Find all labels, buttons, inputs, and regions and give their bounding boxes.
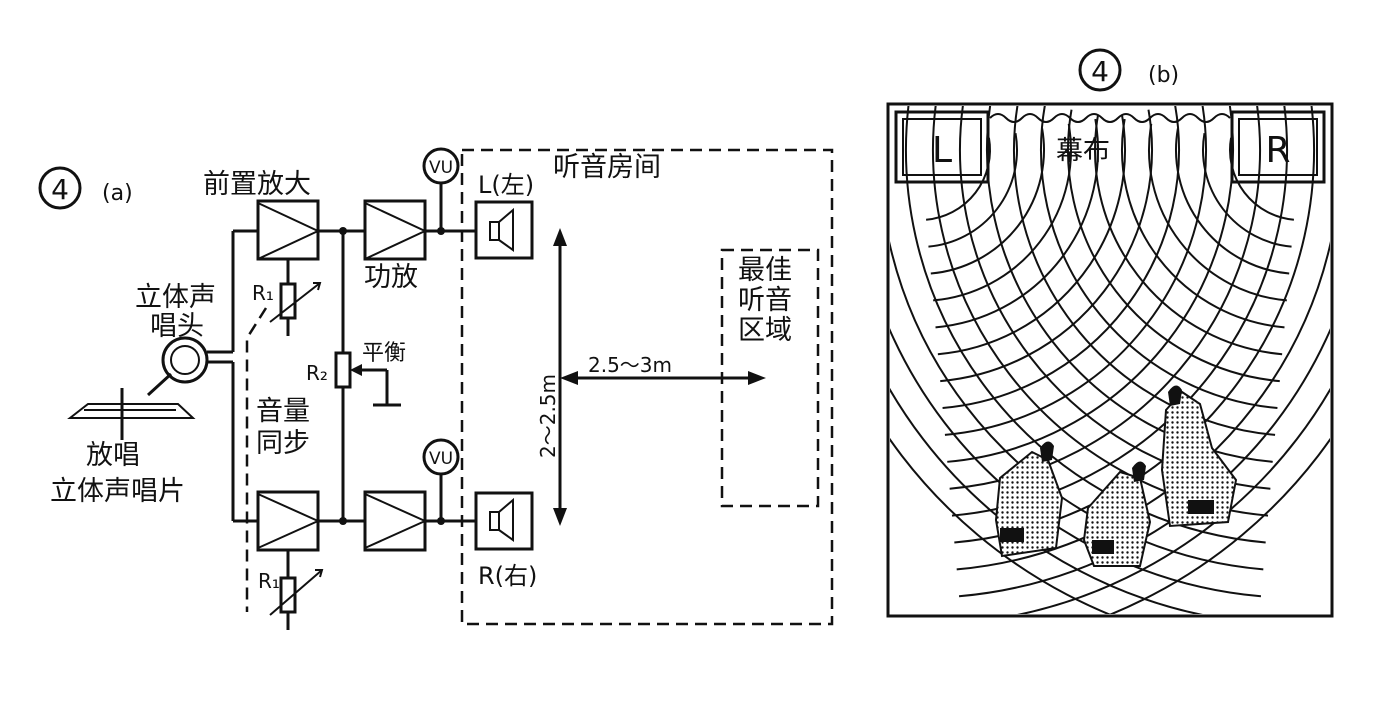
horizontal-distance-label: 2.5～3m (588, 353, 672, 377)
speaker-right-box: R (1230, 110, 1326, 184)
wave-arc-left (926, 137, 991, 221)
turntable-label-1: 放唱 (86, 440, 140, 471)
r2-balance-potentiometer: R₂ 平衡 (306, 231, 406, 521)
listener-right (1160, 385, 1238, 528)
wave-arc-left (942, 106, 1180, 410)
figure-b-marker: 4 (b) (1078, 48, 1179, 92)
stereo-cartridge-label-1: 立体声 (135, 282, 216, 313)
curtain-label: 幕布 (1056, 136, 1110, 167)
wave-arc-right (1229, 137, 1294, 221)
r2-label: R₂ (306, 361, 328, 385)
wave-arc-right (1040, 106, 1278, 410)
turntable-label-2: 立体声唱片 (50, 476, 185, 507)
figure-a-label: (a) (102, 181, 133, 206)
svg-text:VU: VU (429, 158, 453, 178)
listening-room-label: 听音房间 (553, 152, 661, 183)
wave-arc-right (890, 327, 1262, 598)
horizontal-distance-arrow: 2.5～3m (560, 353, 766, 385)
wave-arc-right (1121, 118, 1285, 329)
left-speaker-label: L(左) (478, 171, 534, 199)
preamp-top (256, 199, 321, 261)
listener-left (994, 441, 1064, 558)
preamp-label: 前置放大 (203, 169, 311, 200)
wave-arc-right (1013, 106, 1276, 436)
figure-a-number: 4 (51, 173, 69, 206)
left-speaker-icon (474, 200, 534, 260)
r1-top-potentiometer: R₁ (252, 259, 322, 336)
wave-arc-left (1016, 387, 1330, 614)
stereo-cartridge-label-2: 唱头 (150, 311, 204, 342)
wave-arc-left (928, 132, 1018, 248)
wave-arc-left (958, 327, 1330, 598)
balance-label: 平衡 (362, 341, 406, 366)
wave-arc-right (1202, 132, 1292, 248)
vu-meter-top: VU (422, 147, 460, 185)
wave-arc-left (937, 114, 1127, 356)
best-zone-label-3: 区域 (738, 315, 792, 346)
power-amp-label: 功放 (364, 262, 418, 293)
speaker-left-label: L (932, 130, 952, 171)
power-amp-bottom (363, 490, 428, 552)
curtain-wave (989, 113, 1231, 123)
r1-bottom-potentiometer: R₁ (258, 550, 324, 630)
best-zone-label-2: 听音 (738, 285, 792, 316)
figure-a-marker: 4 (a) (38, 166, 133, 210)
svg-text:VU: VU (429, 449, 453, 469)
wave-arc-left (940, 109, 1153, 383)
listening-room-boundary (460, 148, 834, 626)
listener-center (1082, 461, 1152, 567)
speaker-left-box: L (894, 110, 990, 184)
figure-b-number: 4 (1091, 55, 1109, 88)
r1-bottom-label: R₁ (258, 569, 280, 593)
gang-sync-label-1: 音量 (256, 396, 310, 427)
wave-arc-left (1108, 437, 1330, 614)
wave-arc-left (930, 128, 1045, 275)
wave-arc-right (890, 387, 1204, 614)
vertical-distance-label: 2～2.5m (536, 374, 560, 458)
r1-top-label: R₁ (252, 281, 274, 305)
figure-b: 4 (b) 幕布 L R (886, 48, 1334, 618)
best-zone-label-1: 最佳 (738, 255, 792, 286)
wave-arc-right (890, 437, 1112, 614)
theater-frame (886, 102, 1334, 618)
power-amp-top (363, 199, 428, 261)
figure-b-label: (b) (1148, 63, 1179, 88)
preamp-bottom (256, 490, 321, 552)
wave-arc-right (1175, 128, 1290, 275)
wave-arc-right (1093, 114, 1283, 356)
turntable-icon (67, 388, 196, 440)
wave-arc-right (890, 240, 1264, 571)
wave-arc-left (935, 118, 1099, 329)
gang-sync-label-2: 同步 (256, 428, 310, 459)
best-zone-boundary (720, 248, 820, 508)
cartridge-icon (146, 336, 233, 397)
wave-arc-right (1148, 123, 1287, 302)
gang-link (245, 307, 268, 612)
right-speaker-icon (474, 491, 534, 551)
figure-a: 4 (a) 前置放大 功放 立体声 唱头 放唱 立体声唱片 (38, 147, 834, 630)
wave-arc-left (933, 123, 1072, 302)
wave-arc-left (956, 240, 1330, 571)
wave-arc-right (1067, 109, 1280, 383)
right-speaker-label: R(右) (478, 562, 537, 590)
vertical-distance-arrow: 2～2.5m (536, 228, 567, 526)
vu-meter-bottom: VU (422, 438, 460, 476)
